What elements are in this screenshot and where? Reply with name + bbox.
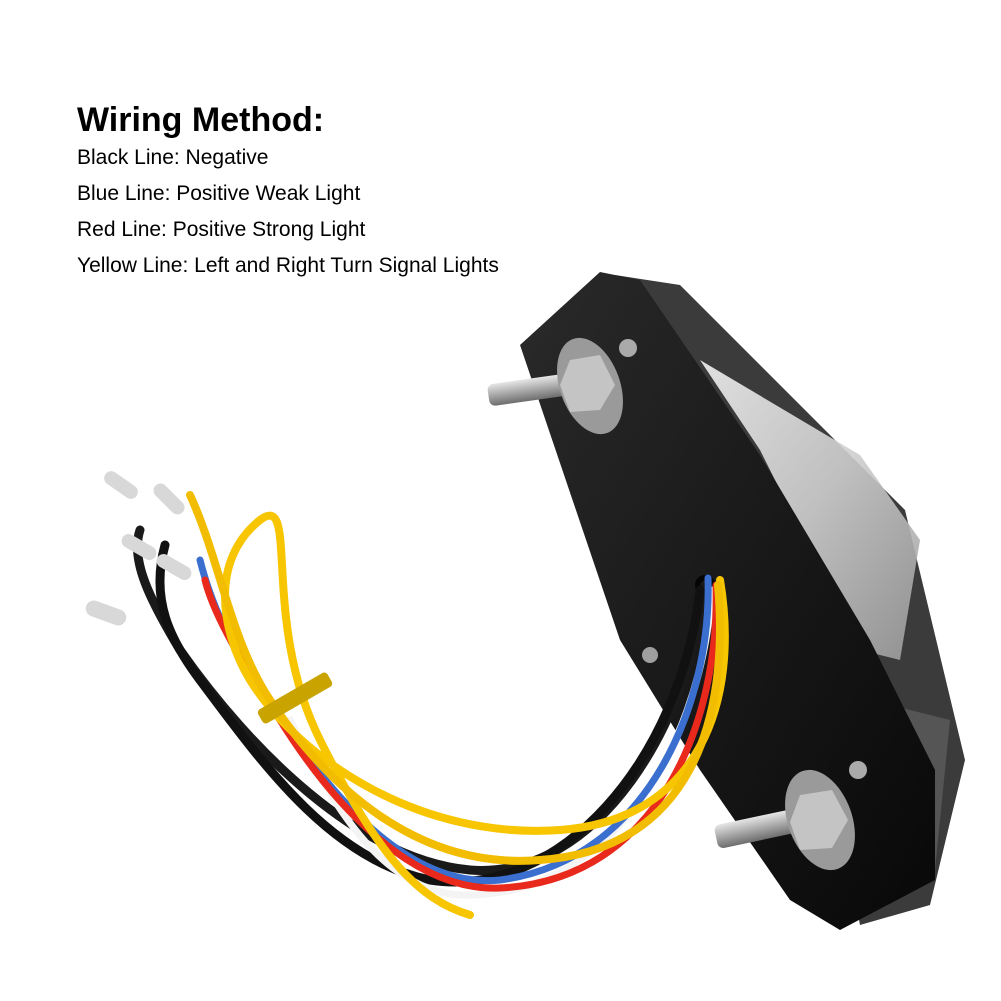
wiring-method-text: Wiring Method: Black Line: Negative Blue… (77, 100, 499, 284)
cable-tie (257, 672, 333, 724)
yellow-wire (186, 491, 724, 865)
yellow-line-description: Yellow Line: Left and Right Turn Signal … (77, 254, 499, 277)
black-line-description: Black Line: Negative (77, 146, 269, 169)
wire-harness (132, 491, 729, 919)
black-backplate (520, 272, 935, 930)
heading: Wiring Method: (77, 101, 325, 139)
top-bolt (487, 337, 637, 435)
yellow-wire (221, 511, 729, 919)
red-line-description: Red Line: Positive Strong Light (77, 218, 366, 241)
black-wire (155, 540, 705, 887)
bullet-connectors (85, 471, 192, 626)
rivet (642, 647, 658, 663)
blue-line-description: Blue Line: Positive Weak Light (77, 182, 361, 205)
bottom-bolt (714, 761, 867, 871)
